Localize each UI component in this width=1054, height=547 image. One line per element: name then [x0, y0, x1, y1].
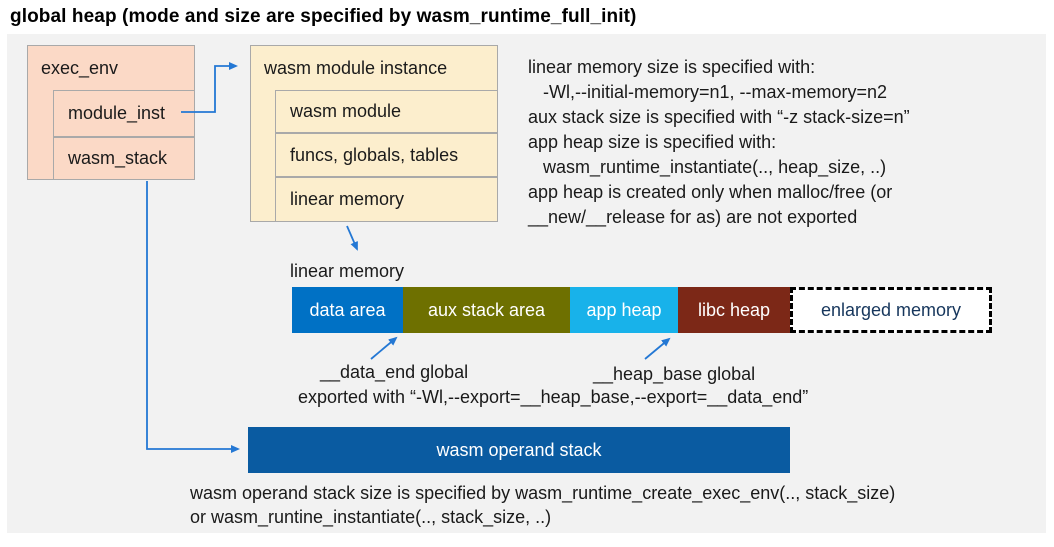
module-instance-field-wasm-module: wasm module [275, 90, 498, 133]
operand-stack-notes: wasm operand stack size is specified by … [190, 481, 895, 529]
note-line: __new/__release for as) are not exported [528, 207, 858, 227]
segment-libc-heap: libc heap [678, 287, 790, 333]
diagram-title: global heap (mode and size are specified… [10, 6, 637, 27]
operand-stack-bar: wasm operand stack [248, 427, 790, 473]
exec-env-header: exec_env [41, 58, 119, 78]
module-instance-field-funcs-globals-tables: funcs, globals, tables [275, 133, 498, 177]
linear-memory-label: linear memory [290, 261, 405, 281]
annotation-data-end-global: __data_end global [320, 362, 469, 382]
segment-data-area: data area [292, 287, 403, 333]
annotation-heap-base-global: __heap_base global [593, 364, 756, 384]
segment-app-heap: app heap [570, 287, 678, 333]
module-instance-header: wasm module instance [264, 58, 448, 78]
exec-env-field-module-inst: module_inst [53, 90, 195, 137]
note-line: linear memory size is specified with: [528, 57, 816, 77]
note-line: wasm_runtime_instantiate(.., heap_size, … [528, 157, 887, 177]
note-line: wasm operand stack size is specified by … [190, 483, 896, 503]
size-notes-block: linear memory size is specified with: -W… [528, 55, 1048, 230]
note-line: app heap is created only when malloc/fre… [528, 182, 893, 202]
module-instance-field-linear-memory: linear memory [275, 177, 498, 222]
note-line: app heap size is specified with: [528, 132, 777, 152]
exec-env-field-wasm-stack: wasm_stack [53, 137, 195, 180]
note-line: aux stack size is specified with “-z sta… [528, 107, 910, 127]
note-line: or wasm_runtine_instantiate(.., stack_si… [190, 507, 552, 527]
note-line: -Wl,--initial-memory=n1, --max-memory=n2 [528, 82, 888, 102]
segment-enlarged-memory: enlarged memory [790, 287, 992, 333]
segment-aux-stack-area: aux stack area [403, 287, 570, 333]
annotation-exported-with: exported with “-Wl,--export=__heap_base,… [298, 387, 809, 407]
